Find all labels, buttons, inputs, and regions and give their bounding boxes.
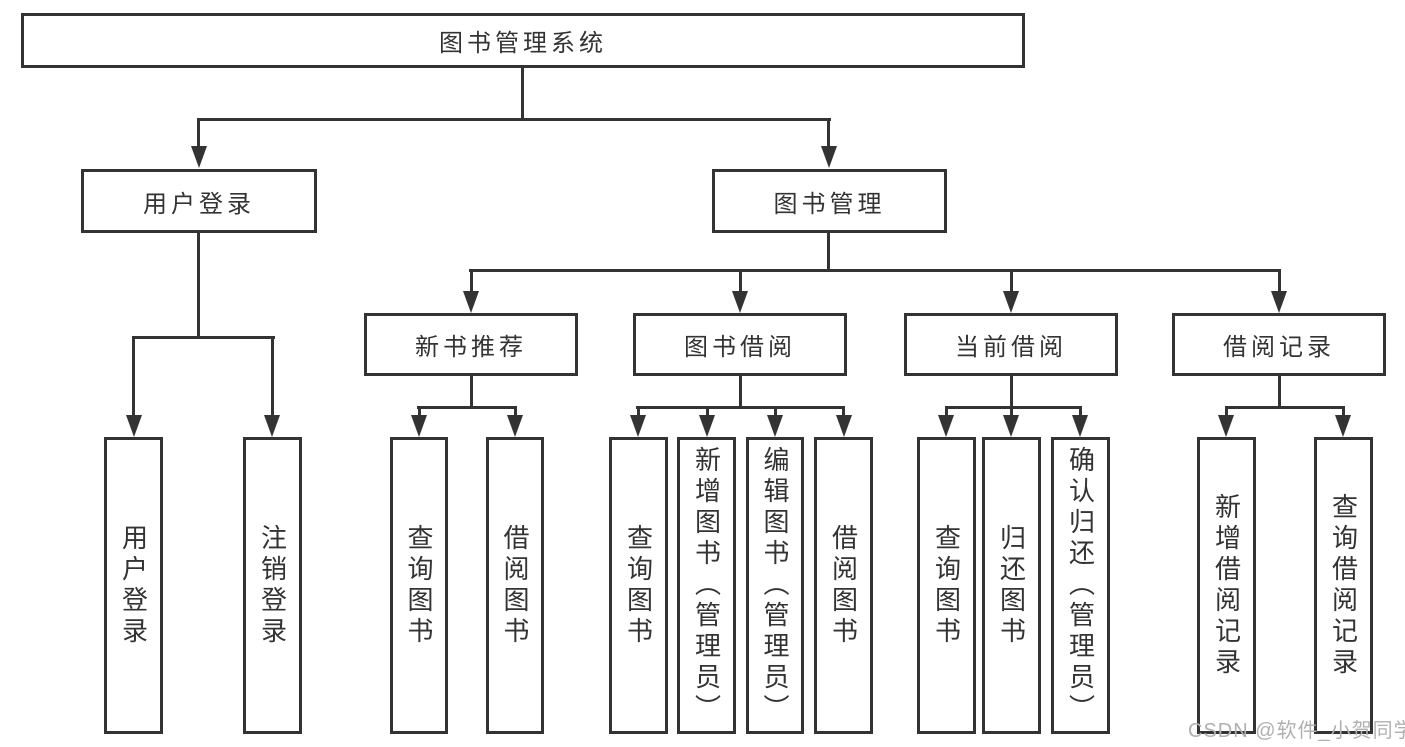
leaf-edit-book-admin-label: 编辑图书（管理员） — [760, 446, 790, 725]
arrow-down-icon — [699, 415, 715, 437]
arrow-down-icon — [191, 146, 207, 168]
node-root: 图书管理系统 — [21, 13, 1025, 68]
connector-line — [945, 406, 1082, 409]
node-book-management: 图书管理 — [712, 169, 947, 233]
leaf-borrow-books-recommend-label: 借阅图书 — [500, 523, 530, 648]
leaf-query-borrow-record: 查询借阅记录 — [1314, 437, 1373, 734]
csdn-watermark: CSDN @软件_小贺同学 — [1188, 720, 1405, 742]
connector-line — [417, 406, 517, 409]
connector-line — [1010, 269, 1013, 295]
leaf-query-books-borrow: 查询图书 — [609, 437, 668, 734]
leaf-edit-book-admin: 编辑图书（管理员） — [746, 437, 804, 734]
leaf-confirm-return-admin-label: 确认归还（管理员） — [1065, 446, 1096, 725]
leaf-borrow-books-recommend: 借阅图书 — [486, 437, 544, 734]
arrow-down-icon — [767, 415, 783, 437]
node-user-login-label: 用户登录 — [143, 190, 255, 218]
connector-line — [827, 118, 830, 150]
node-current-borrow-label: 当前借阅 — [955, 334, 1067, 361]
connector-line — [1010, 406, 1013, 418]
connector-line — [197, 233, 200, 338]
leaf-add-book-admin-label: 新增图书（管理员） — [691, 446, 722, 725]
node-current-borrow: 当前借阅 — [904, 313, 1118, 376]
arrow-down-icon — [732, 291, 748, 313]
connector-line — [470, 269, 473, 295]
arrow-down-icon — [1218, 415, 1234, 437]
node-book-borrow-label: 图书借阅 — [684, 334, 796, 361]
connector-line — [1079, 406, 1082, 418]
node-book-borrow: 图书借阅 — [633, 313, 847, 376]
leaf-query-books-current: 查询图书 — [917, 437, 976, 734]
connector-line — [469, 269, 1281, 272]
leaf-return-book-label: 归还图书 — [996, 523, 1027, 648]
node-root-label: 图书管理系统 — [439, 30, 607, 57]
connector-line — [774, 406, 777, 418]
leaf-query-borrow-record-label: 查询借阅记录 — [1328, 492, 1359, 679]
arrow-down-icon — [126, 415, 142, 437]
leaf-logout: 注销登录 — [243, 437, 302, 734]
connector-line — [706, 406, 709, 418]
connector-line — [739, 376, 742, 408]
arrow-down-icon — [507, 415, 523, 437]
arrow-down-icon — [1072, 415, 1088, 437]
arrow-down-icon — [264, 415, 280, 437]
leaf-add-book-admin: 新增图书（管理员） — [677, 437, 736, 734]
arrow-down-icon — [1003, 415, 1019, 437]
leaf-add-borrow-record: 新增借阅记录 — [1197, 437, 1256, 734]
connector-line — [827, 233, 830, 271]
node-user-login: 用户登录 — [81, 169, 317, 233]
leaf-borrow-books-label: 借阅图书 — [828, 523, 859, 648]
arrow-down-icon — [630, 415, 646, 437]
node-borrow-records-label: 借阅记录 — [1223, 334, 1335, 361]
connector-line — [637, 406, 640, 418]
arrow-down-icon — [836, 415, 852, 437]
connector-line — [521, 68, 524, 120]
leaf-query-books-recommend: 查询图书 — [390, 437, 448, 734]
leaf-confirm-return-admin: 确认归还（管理员） — [1051, 437, 1110, 734]
connector-line — [945, 406, 948, 418]
leaf-user-login-label: 用户登录 — [118, 523, 149, 648]
leaf-logout-label: 注销登录 — [257, 523, 288, 648]
leaf-add-borrow-record-label: 新增借阅记录 — [1211, 492, 1242, 679]
connector-line — [1342, 406, 1345, 418]
leaf-query-books-borrow-label: 查询图书 — [623, 523, 654, 648]
leaf-borrow-books: 借阅图书 — [814, 437, 873, 734]
leaf-return-book: 归还图书 — [982, 437, 1041, 734]
arrow-down-icon — [463, 291, 479, 313]
node-book-management-label: 图书管理 — [773, 190, 886, 218]
connector-line — [470, 376, 473, 408]
connector-line — [1225, 406, 1228, 418]
connector-line — [271, 336, 274, 418]
leaf-query-books-recommend-label: 查询图书 — [404, 523, 434, 648]
connector-line — [636, 406, 845, 409]
connector-line — [842, 406, 845, 418]
connector-line — [132, 336, 135, 418]
arrow-down-icon — [1003, 291, 1019, 313]
connector-line — [1225, 406, 1345, 409]
node-borrow-records: 借阅记录 — [1172, 313, 1386, 376]
arrow-down-icon — [1335, 415, 1351, 437]
connector-line — [198, 118, 831, 121]
connector-line — [514, 406, 517, 418]
connector-line — [132, 336, 275, 339]
connector-line — [1010, 376, 1013, 408]
arrow-down-icon — [411, 415, 427, 437]
connector-line — [197, 118, 200, 150]
node-new-book-recommend-label: 新书推荐 — [415, 334, 527, 361]
connector-line — [739, 269, 742, 295]
arrow-down-icon — [938, 415, 954, 437]
connector-line — [418, 406, 421, 418]
leaf-user-login: 用户登录 — [104, 437, 163, 734]
node-new-book-recommend: 新书推荐 — [364, 313, 578, 376]
leaf-query-books-current-label: 查询图书 — [931, 523, 962, 648]
connector-line — [1278, 376, 1281, 408]
connector-line — [1278, 269, 1281, 295]
arrow-down-icon — [1271, 291, 1287, 313]
arrow-down-icon — [821, 146, 837, 168]
